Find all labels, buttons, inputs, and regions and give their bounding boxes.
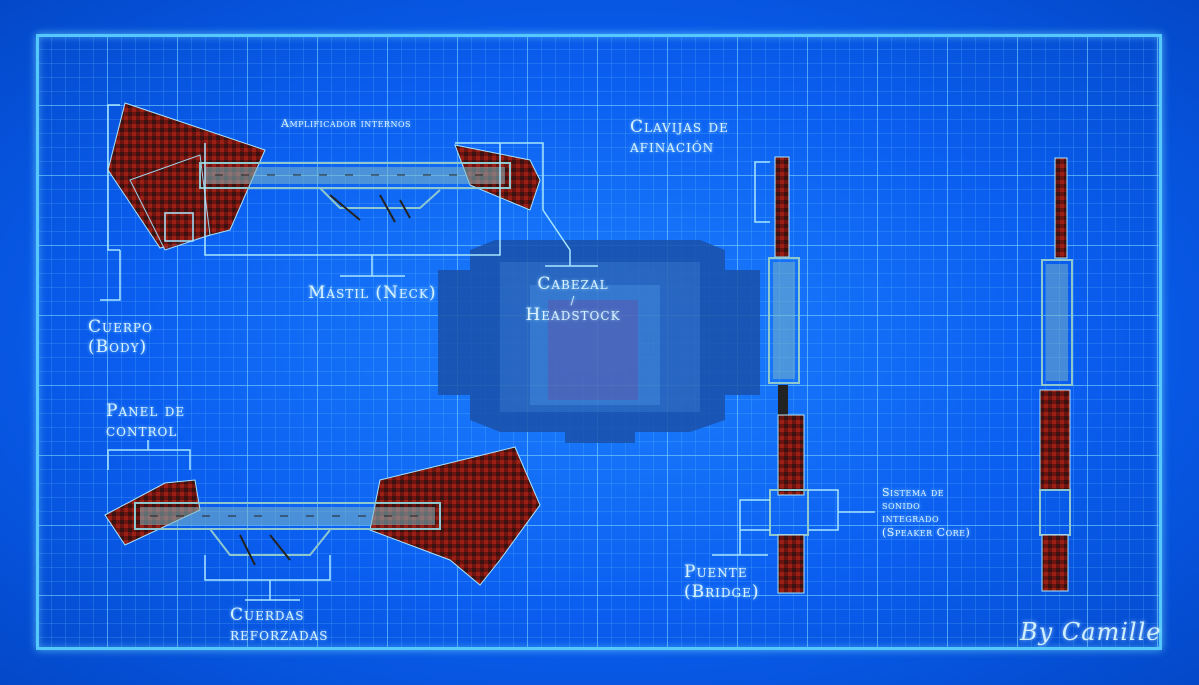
guitar-bottom-view [104, 446, 541, 586]
label-cabezal-line1: Cabezal [537, 274, 609, 294]
label-sistema: Sistema de sonido integrado (Speaker Cor… [882, 486, 970, 539]
label-sistema-line2: sonido [882, 499, 921, 513]
label-clavijas: Clavijas de afinación [630, 117, 729, 157]
label-cuerdas: Cuerdas reforzadas [230, 605, 329, 645]
label-panel-line2: control [106, 420, 178, 441]
label-puente-line2: (Bridge) [684, 581, 760, 602]
label-cabezal-line2: / [570, 293, 576, 307]
label-sistema-line1: Sistema de [882, 486, 945, 499]
label-puente: Puente (Bridge) [684, 562, 760, 602]
label-cuerpo-line2: (Body) [88, 336, 148, 357]
label-cabezal: Cabezal / Headstock [518, 274, 628, 325]
label-cuerdas-line1: Cuerdas [230, 605, 305, 625]
label-cuerdas-line2: reforzadas [230, 624, 329, 645]
label-panel-line1: Panel de [106, 401, 186, 421]
label-amplificador: Amplificador internos [281, 117, 411, 130]
label-cabezal-line3: Headstock [525, 304, 621, 325]
label-cuerpo-line1: Cuerpo [88, 317, 153, 337]
guitar-side-view-2 [1039, 157, 1073, 592]
callout-lines [100, 104, 875, 601]
label-sistema-line3: integrado [882, 512, 939, 526]
label-cuerpo: Cuerpo (Body) [88, 317, 153, 357]
boombox-silhouette-icon [438, 240, 760, 443]
label-mastil: Mástil (Neck) [308, 283, 437, 303]
label-clavijas-line2: afinación [630, 136, 715, 157]
label-puente-line1: Puente [684, 562, 748, 582]
guitar-top-view [107, 102, 541, 251]
label-panel: Panel de control [106, 401, 186, 441]
label-sistema-line4: (Speaker Core) [882, 525, 971, 539]
signature: By Camille [1020, 618, 1162, 646]
label-clavijas-line1: Clavijas de [630, 117, 729, 137]
guitar-side-view-1 [768, 156, 809, 594]
